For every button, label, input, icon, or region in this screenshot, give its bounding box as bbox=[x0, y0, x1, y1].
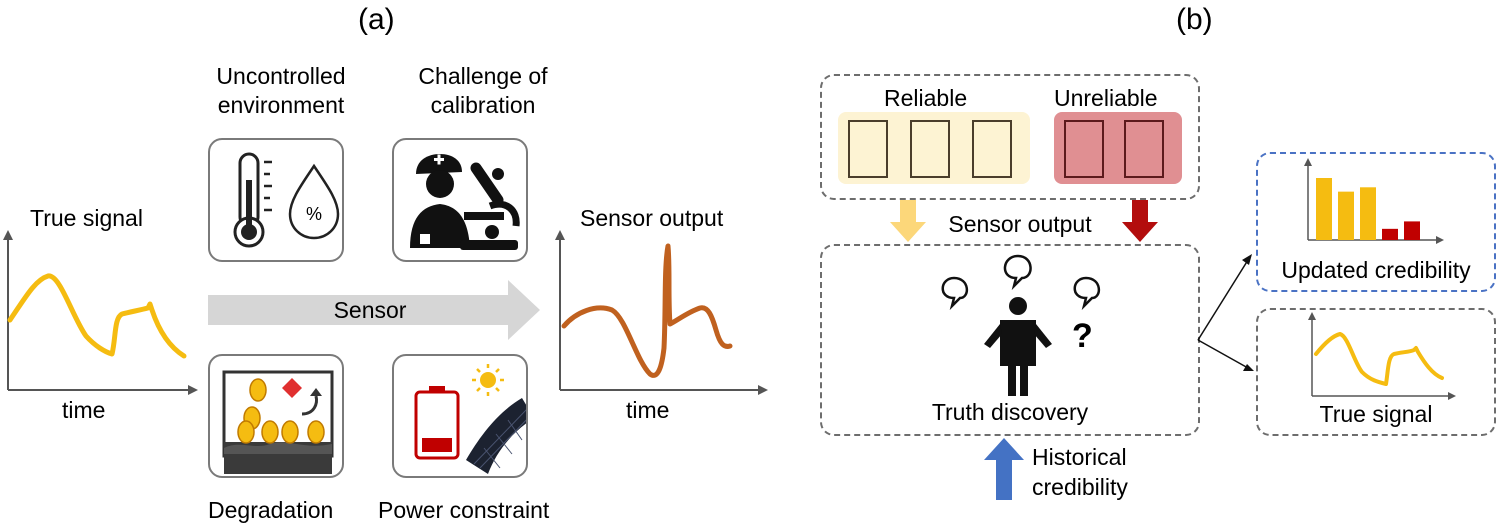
credibility-bar bbox=[1404, 221, 1420, 240]
environment-icon-box: % bbox=[208, 138, 344, 262]
true-signal-line bbox=[7, 273, 187, 359]
power-icon-box bbox=[392, 354, 528, 478]
reliable-sensor bbox=[972, 120, 1012, 178]
thermometer-icon bbox=[233, 152, 272, 248]
sensor-output-flow-label: Sensor output bbox=[948, 211, 1092, 237]
time-label-left: time bbox=[62, 397, 106, 423]
humidity-drop-icon bbox=[288, 163, 340, 240]
red-down-arrow bbox=[1122, 200, 1158, 242]
sensor-arrow-label: Sensor bbox=[333, 297, 407, 323]
environment-label: Uncontrolled environment bbox=[216, 63, 346, 118]
true-signal-box bbox=[1256, 308, 1496, 436]
unreliable-label: Unreliable bbox=[1054, 85, 1158, 111]
updated-credibility-label: Updated credibility bbox=[1281, 257, 1471, 283]
reliable-label: Reliable bbox=[884, 85, 968, 111]
true-signal-plot bbox=[3, 230, 198, 395]
battery-solar-icon bbox=[414, 364, 526, 474]
recovered-true-signal-plot bbox=[1308, 312, 1456, 400]
reliable-sensor bbox=[910, 120, 950, 178]
scientist-microscope-icon bbox=[410, 154, 520, 250]
updated-credibility-chart bbox=[1304, 158, 1444, 244]
question-mark: ? bbox=[1072, 317, 1093, 355]
credibility-bar bbox=[1316, 178, 1332, 240]
calibration-label: Challenge of calibration bbox=[418, 63, 548, 118]
humidity-symbol: % bbox=[305, 204, 322, 224]
historical-credibility-label: Historical credibility bbox=[1032, 444, 1128, 500]
credibility-bar bbox=[1382, 228, 1398, 240]
degradation-icon bbox=[222, 370, 334, 474]
updated-credibility-box bbox=[1256, 152, 1496, 292]
sensor-output-plot bbox=[555, 230, 768, 395]
true-signal-output-label: True signal bbox=[1319, 401, 1433, 427]
recovered-true-signal-line bbox=[1314, 332, 1444, 386]
power-label: Power constraint bbox=[378, 497, 550, 523]
sensors-box bbox=[820, 74, 1200, 200]
sensor-arrow bbox=[208, 280, 540, 340]
reliable-sensor bbox=[848, 120, 888, 178]
unreliable-sensor bbox=[1124, 120, 1164, 178]
panel-a-label: (a) bbox=[358, 3, 395, 36]
time-label-right: time bbox=[626, 397, 670, 423]
calibration-icon-box bbox=[392, 138, 528, 262]
degradation-icon-box bbox=[208, 354, 344, 478]
blue-up-arrow bbox=[984, 438, 1024, 500]
true-signal-label: True signal bbox=[30, 205, 143, 231]
credibility-bar bbox=[1360, 187, 1376, 240]
thinking-person-icon bbox=[941, 254, 1100, 396]
degradation-label: Degradation bbox=[208, 497, 334, 523]
unreliable-sensor bbox=[1064, 120, 1104, 178]
output-arrows bbox=[1197, 254, 1254, 371]
sensor-output-line bbox=[561, 243, 733, 378]
yellow-down-arrow bbox=[890, 200, 926, 242]
panel-b-label: (b) bbox=[1176, 3, 1213, 36]
truth-discovery-label: Truth discovery bbox=[931, 399, 1089, 425]
credibility-bar bbox=[1338, 191, 1354, 240]
sensor-output-label: Sensor output bbox=[580, 205, 724, 231]
